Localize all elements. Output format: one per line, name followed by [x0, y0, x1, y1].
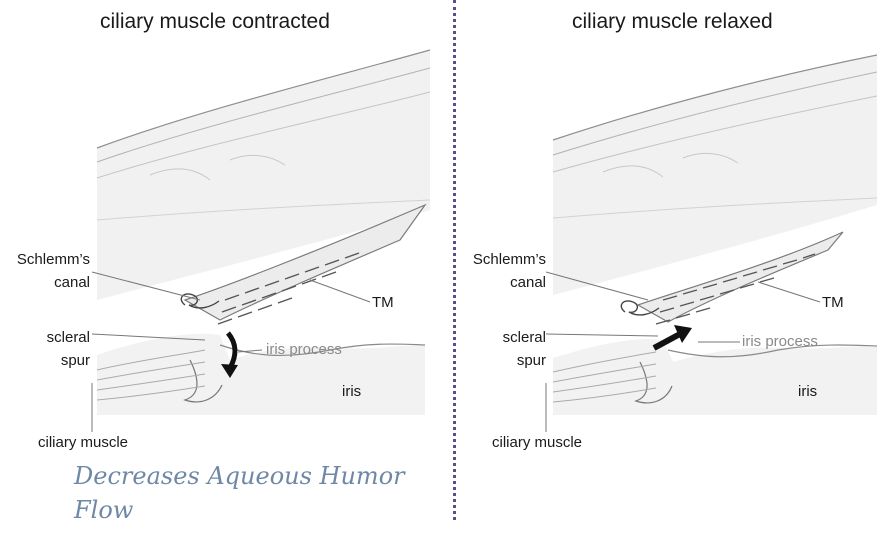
anatomy-drawing-relaxed: [545, 54, 877, 432]
label-scleral-spur-line1: scleral: [46, 329, 90, 346]
label-iris: iris: [342, 383, 362, 400]
label-schlemms-canal-line2: canal: [54, 274, 90, 291]
diagram-contracted: ciliary muscle contracted Schlemm’s cana…: [16, 10, 431, 524]
diagram-title: ciliary muscle contracted: [100, 10, 330, 33]
anatomy-drawing-contracted: [91, 49, 431, 432]
label-scleral-spur-line1: scleral: [502, 329, 546, 346]
label-scleral-spur-line2: spur: [516, 352, 546, 369]
label-scleral-spur-line2: spur: [60, 352, 90, 369]
label-iris-process: iris process: [742, 333, 818, 350]
label-schlemms-canal-line1: Schlemm’s: [472, 251, 546, 268]
label-tm: TM: [822, 294, 844, 311]
label-ciliary-muscle: ciliary muscle: [38, 434, 129, 451]
label-iris: iris: [798, 383, 818, 400]
diagram-relaxed: ciliary muscle relaxed Schlemm’s canal T…: [458, 0, 877, 536]
label-tm: TM: [372, 294, 394, 311]
label-ciliary-muscle: ciliary muscle: [492, 434, 583, 451]
handwritten-note-line2: Flow: [74, 496, 134, 524]
label-schlemms-canal-line1: Schlemm’s: [16, 251, 90, 268]
label-iris-process: iris process: [266, 341, 342, 358]
label-schlemms-canal-line2: canal: [510, 274, 546, 291]
diagram-title: ciliary muscle relaxed: [572, 10, 773, 33]
panel-divider: [453, 0, 456, 520]
handwritten-note-line1: Decreases Aqueous Humor: [74, 462, 405, 490]
